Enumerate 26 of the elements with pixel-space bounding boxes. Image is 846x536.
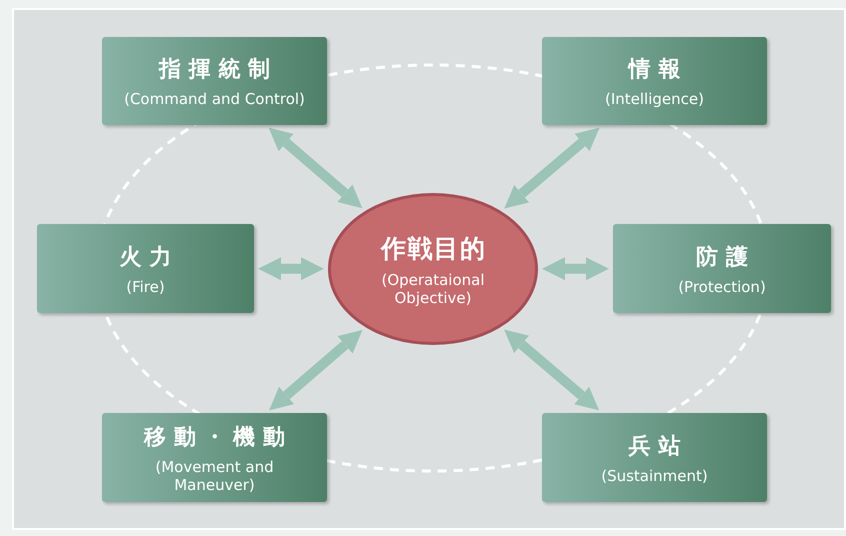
subtitle: (Operataional Objective)	[380, 270, 486, 306]
subtitle: (Intelligence)	[605, 90, 704, 108]
subtitle: (Sustainment)	[601, 466, 708, 484]
double-arrow	[268, 128, 362, 208]
function-box	[102, 37, 327, 125]
subtitle: (Protection)	[678, 278, 766, 296]
heading: 火力	[120, 244, 180, 272]
heading: 情報	[628, 56, 688, 84]
heading: 作戦目的	[381, 232, 486, 264]
double-arrow	[542, 257, 609, 280]
function-box	[613, 224, 831, 313]
function-box	[102, 413, 327, 502]
function-box	[542, 37, 767, 125]
heading: 兵站	[628, 432, 688, 460]
heading: 移動・機動	[144, 424, 293, 452]
heading: 防護	[696, 244, 756, 272]
double-arrow	[258, 257, 324, 280]
function-box	[37, 224, 254, 313]
heading: 指揮統制	[158, 56, 278, 84]
function-box	[542, 413, 767, 502]
subtitle: (Movement and Maneuver)	[154, 458, 275, 494]
subtitle: (Fire)	[126, 278, 165, 296]
double-arrow	[504, 128, 600, 209]
double-arrow	[269, 330, 362, 410]
double-arrow	[504, 329, 600, 410]
subtitle: (Command and Control)	[124, 90, 305, 108]
